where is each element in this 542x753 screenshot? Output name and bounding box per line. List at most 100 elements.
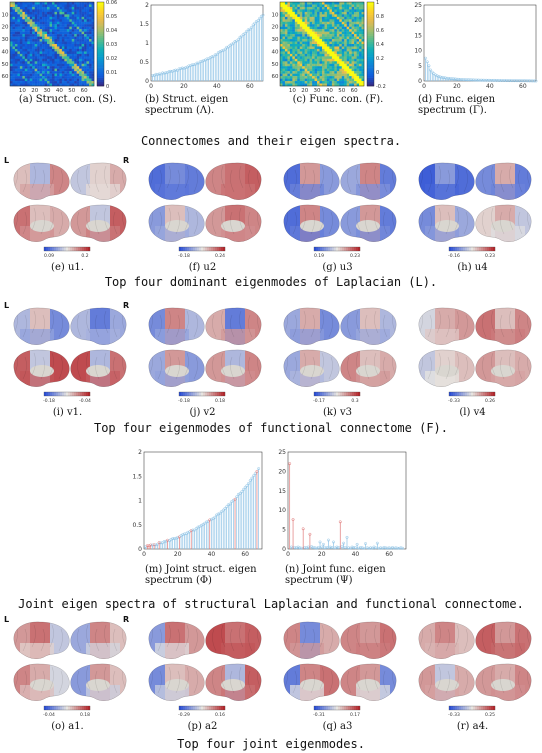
heatmap-cell: [280, 53, 283, 57]
heatmap-cell: [317, 44, 320, 47]
heatmap-cell: [29, 26, 33, 30]
heatmap-cell: [331, 53, 335, 57]
heatmap-cell: [282, 73, 286, 77]
heatmap-cell: [22, 14, 26, 18]
heatmap-cell: [49, 56, 53, 60]
heatmap-cell: [361, 83, 365, 87]
sulcus-line: [193, 169, 198, 193]
heatmap-cell: [284, 34, 288, 37]
stem-marker: [209, 517, 213, 521]
colorbar: [179, 392, 226, 396]
heatmap-cell: [27, 24, 30, 27]
heatmap-cell: [61, 44, 65, 47]
heatmap-cell: [66, 81, 70, 84]
heatmap-cell: [326, 16, 330, 20]
heatmap-cell: [34, 24, 38, 27]
heatmap-cell: [339, 51, 342, 55]
hemisphere-view: [283, 349, 340, 387]
heatmap-cell: [294, 11, 298, 15]
heatmap-cell: [27, 71, 30, 74]
heatmap-cell: [61, 21, 65, 25]
sulcus-line: [49, 624, 54, 648]
heatmap-cell: [329, 34, 333, 37]
heatmap-cell: [294, 39, 298, 42]
sulcus-line: [77, 670, 82, 694]
colorbar-step: [491, 706, 494, 710]
colorbar-step: [451, 247, 454, 251]
heatmap-cell: [312, 34, 315, 37]
heatmap-cell: [10, 16, 13, 20]
heatmap-cell: [280, 63, 283, 67]
heatmap-cell: [314, 16, 318, 20]
stem-marker: [519, 79, 523, 83]
stem-marker: [503, 79, 507, 82]
heatmap-cell: [339, 16, 342, 20]
heatmap-cell: [61, 83, 65, 87]
cortex-surface: [475, 349, 532, 387]
heatmap-cell: [42, 56, 45, 60]
heatmap-cell: [89, 2, 92, 5]
stem-marker: [347, 546, 351, 550]
heatmap-cell: [54, 53, 58, 57]
heatmap-cell: [71, 78, 75, 82]
sulcus-line: [239, 310, 244, 334]
heatmap-cell: [69, 41, 72, 45]
heatmap-cell: [19, 21, 23, 25]
stem-marker: [184, 66, 188, 70]
sulcus-line: [292, 169, 297, 193]
heatmap-cell: [49, 66, 53, 69]
heatmap-cell: [76, 6, 80, 10]
colorbar-step: [44, 247, 47, 251]
stem-marker: [425, 60, 429, 64]
heatmap-cell: [307, 26, 310, 30]
colorbar-step: [356, 392, 359, 396]
heatmap-cell: [59, 19, 63, 22]
heatmap-cell: [359, 14, 362, 18]
colorbar-step: [207, 392, 210, 396]
stem-marker: [156, 73, 160, 77]
heatmap-cell: [289, 81, 293, 84]
stem-marker: [442, 76, 446, 80]
stem-marker: [467, 78, 470, 82]
heatmap-cell: [314, 51, 318, 55]
sulcus-line: [58, 670, 63, 694]
heatmap-cell: [304, 78, 308, 82]
stem-marker: [170, 69, 174, 73]
sulcus-line: [104, 207, 109, 231]
heatmap-cell: [282, 19, 286, 22]
heatmap-cell: [37, 41, 40, 45]
heatmap-cell: [32, 26, 35, 30]
heatmap-cell: [349, 78, 352, 82]
heatmap-cell: [294, 76, 298, 79]
heatmap-cell: [287, 63, 291, 67]
heatmap-cell: [289, 39, 293, 42]
heatmap-cell: [52, 24, 55, 27]
x-tick-label: 60: [81, 88, 88, 92]
colorbar-step: [179, 392, 182, 396]
heatmap-cell: [39, 16, 43, 20]
heatmap-cell: [64, 51, 68, 55]
heatmap-cell: [324, 53, 328, 57]
stem-marker: [323, 546, 327, 550]
heatmap-cell: [44, 71, 48, 74]
heatmap-cell: [59, 29, 63, 32]
cortex-region: [455, 307, 475, 345]
caption-p: (p) a2: [187, 721, 218, 732]
heatmap-cell: [59, 76, 63, 79]
heatmap-cell: [22, 4, 26, 8]
heatmap-cell: [59, 81, 63, 84]
sulcus-line: [31, 666, 36, 690]
colorbar-step: [346, 247, 349, 251]
heatmap-cell: [334, 68, 338, 72]
cortex-surface: [340, 621, 397, 659]
heatmap-cell: [19, 53, 23, 57]
stem-marker: [300, 546, 303, 550]
hemisphere-border: [205, 621, 262, 659]
heatmap-cell: [12, 39, 16, 42]
heatmap-cell: [356, 61, 360, 64]
heatmap-cell: [79, 34, 82, 37]
heatmap-cell: [314, 4, 318, 8]
colorbar-step: [487, 706, 490, 710]
colorbar-step: [82, 392, 85, 396]
heatmap-cell: [59, 34, 63, 37]
